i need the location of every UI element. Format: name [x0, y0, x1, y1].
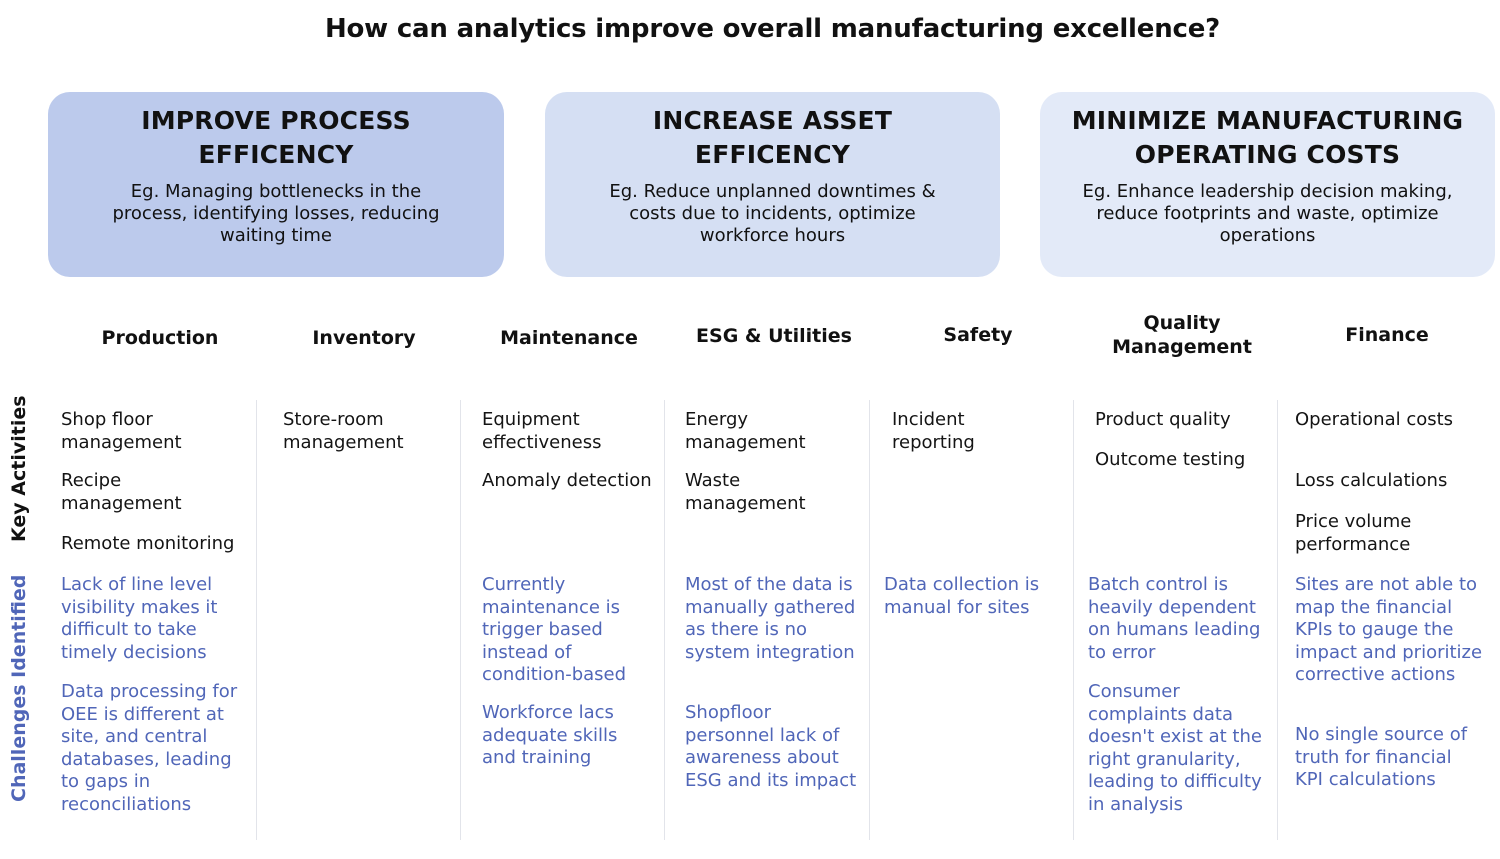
- column-header-inventory: Inventory: [312, 327, 416, 349]
- objective-title-line: MINIMIZE MANUFACTURING: [1071, 106, 1464, 135]
- column-divider: [664, 400, 665, 840]
- column-divider: [1073, 400, 1074, 840]
- objective-description: Eg. Reduce unplanned downtimes & costs d…: [609, 181, 936, 246]
- objective-card-process: IMPROVE PROCESS EFFICENCY Eg. Managing b…: [48, 92, 504, 277]
- page-title: How can analytics improve overall manufa…: [324, 14, 1221, 44]
- column-header-finance: Finance: [1345, 324, 1429, 346]
- challenge-item: Consumer complaints data doesn't exist a…: [1088, 681, 1262, 815]
- column-header-esg: ESG & Utilities: [696, 325, 852, 347]
- challenge-item: Shopfloor personnel lack of awareness ab…: [685, 702, 857, 791]
- activity-item: Loss calculations: [1295, 470, 1448, 491]
- challenge-item: Sites are not able to map the financial …: [1295, 574, 1483, 685]
- column-header-quality: Quality Management: [1112, 312, 1252, 358]
- objective-title: MINIMIZE MANUFACTURING OPERATING COSTS: [1058, 104, 1477, 172]
- row-label-challenges: Challenges Identified: [8, 574, 30, 802]
- objective-description: Eg. Enhance leadership decision making, …: [1082, 181, 1453, 246]
- objective-description: Eg. Managing bottlenecks in the process,…: [112, 181, 440, 246]
- objective-title: IMPROVE PROCESS EFFICENCY: [66, 104, 486, 172]
- objective-card-asset: INCREASE ASSET EFFICENCY Eg. Reduce unpl…: [545, 92, 1000, 277]
- challenge-item: Workforce lacs adequate skills and train…: [482, 702, 618, 768]
- objective-title-line: INCREASE ASSET: [652, 106, 893, 135]
- activity-item: Waste management: [685, 470, 806, 514]
- activity-item: Operational costs: [1295, 409, 1454, 430]
- objective-title-line: EFFICENCY: [198, 140, 354, 169]
- objective-title: INCREASE ASSET EFFICENCY: [563, 104, 982, 172]
- activity-item: Remote monitoring: [61, 533, 235, 554]
- challenge-item: Data collection is manual for sites: [884, 574, 1040, 618]
- objective-title-line: OPERATING COSTS: [1134, 140, 1401, 169]
- challenge-item: Data processing for OEE is different at …: [61, 681, 238, 815]
- objective-title-line: EFFICENCY: [694, 140, 851, 169]
- objective-title-line: IMPROVE PROCESS: [141, 106, 411, 135]
- activity-item: Energy management: [685, 409, 806, 453]
- column-divider: [1277, 400, 1278, 840]
- activity-item: Anomaly detection: [482, 470, 652, 491]
- challenge-item: Lack of line level visibility makes it d…: [61, 574, 218, 663]
- activity-item: Product quality: [1095, 409, 1231, 430]
- activity-item: Incident reporting: [892, 409, 975, 453]
- activity-item: Equipment effectiveness: [482, 409, 602, 453]
- column-header-safety: Safety: [943, 324, 1013, 346]
- challenge-item: Most of the data is manually gathered as…: [685, 574, 856, 663]
- activity-item: Price volume performance: [1295, 511, 1412, 555]
- column-divider: [460, 400, 461, 840]
- objective-card-costs: MINIMIZE MANUFACTURING OPERATING COSTS E…: [1040, 92, 1495, 277]
- column-divider: [256, 400, 257, 840]
- challenge-item: Currently maintenance is trigger based i…: [482, 574, 627, 685]
- challenge-item: Batch control is heavily dependent on hu…: [1088, 574, 1261, 663]
- activity-item: Recipe management: [61, 470, 182, 514]
- challenge-item: No single source of truth for financial …: [1295, 724, 1468, 790]
- column-header-production: Production: [101, 327, 219, 349]
- activity-item: Store-room management: [283, 409, 404, 453]
- activity-item: Outcome testing: [1095, 449, 1246, 470]
- activity-item: Shop floor management: [61, 409, 182, 453]
- column-divider: [869, 400, 870, 840]
- row-label-key-activities: Key Activities: [8, 395, 30, 542]
- column-header-maintenance: Maintenance: [500, 327, 638, 349]
